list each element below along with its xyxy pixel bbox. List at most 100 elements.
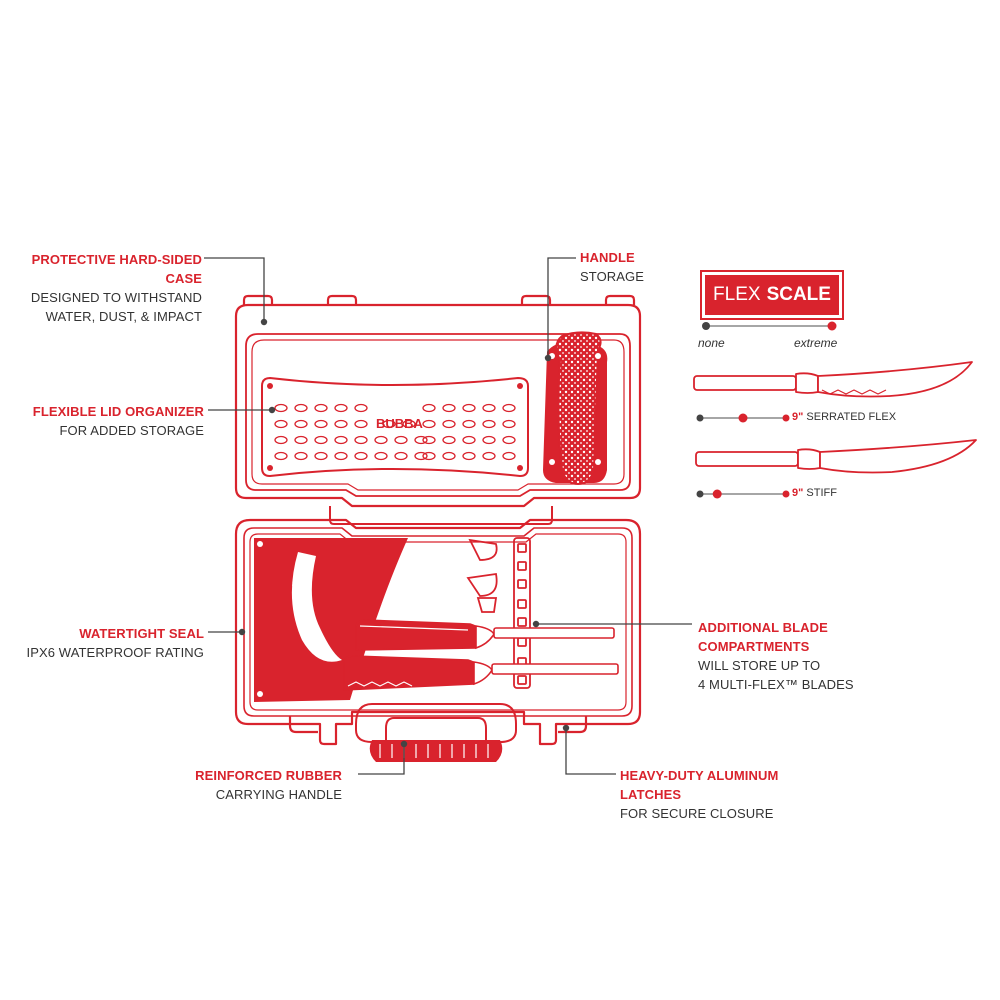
- callout-text: CARRYING HANDLE: [215, 787, 342, 802]
- flex-level-marker: [738, 413, 748, 423]
- callout-handle-storage: HANDLE STORAGE: [580, 248, 680, 286]
- organizer-hole: [462, 435, 476, 445]
- brand-logo: BUBBA: [376, 416, 424, 431]
- callout-heading: FLEXIBLE LID ORGANIZER: [32, 404, 204, 419]
- organizer-hole: [314, 451, 328, 461]
- organizer-hole: [294, 451, 308, 461]
- callout-heading: HANDLE: [580, 250, 635, 265]
- blade-size: 9": [792, 487, 804, 499]
- blade-flex-indicator-serrated-flex: [696, 413, 790, 423]
- organizer-hole: [354, 451, 368, 461]
- organizer-hole: [274, 403, 288, 413]
- flex-scale-title-part2: SCALE: [766, 284, 831, 305]
- scale-max-marker: [827, 321, 837, 331]
- flex-indicator-start: [696, 414, 704, 422]
- organizer-hole: [502, 419, 516, 429]
- case-hinge: [329, 506, 553, 525]
- organizer-hole: [422, 451, 436, 461]
- blade-illustration-stiff: [695, 439, 977, 474]
- organizer-hole: [502, 403, 516, 413]
- organizer-hole: [354, 419, 368, 429]
- callout-text: FOR SECURE CLOSURE: [620, 806, 774, 821]
- organizer-hole: [402, 419, 416, 429]
- callout-blade-compartments: ADDITIONAL BLADE COMPARTMENTS WILL STORE…: [698, 618, 878, 694]
- organizer-hole: [294, 435, 308, 445]
- flex-indicator-start: [696, 490, 704, 498]
- callout-hard-sided-case: PROTECTIVE HARD-SIDED CASE DESIGNED TO W…: [20, 250, 202, 326]
- callout-text: IPX6 WATERPROOF RATING: [26, 645, 204, 660]
- flex-indicator-end: [782, 490, 790, 498]
- organizer-hole: [294, 419, 308, 429]
- organizer-hole: [462, 451, 476, 461]
- organizer-hole: [462, 419, 476, 429]
- hook-graphic-panel: [254, 538, 408, 702]
- organizer-hole: [502, 451, 516, 461]
- callout-text: WILL STORE UP TO: [698, 658, 821, 673]
- flex-scale-title-part1: FLEX: [713, 284, 761, 305]
- organizer-hole: [442, 435, 456, 445]
- callout-text: FOR ADDED STORAGE: [59, 423, 204, 438]
- handle-storage-compartment: [542, 331, 608, 486]
- callout-lid-organizer: FLEXIBLE LID ORGANIZER FOR ADDED STORAGE: [20, 402, 204, 440]
- organizer-hole: [422, 419, 436, 429]
- case-base: [234, 518, 642, 746]
- callout-carrying-handle: REINFORCED RUBBER CARRYING HANDLE: [180, 766, 342, 804]
- organizer-hole: [274, 435, 288, 445]
- organizer-hole: [274, 451, 288, 461]
- leader-lines: [204, 257, 692, 775]
- blade-name: STIFF: [806, 487, 837, 499]
- organizer-hole: [482, 451, 496, 461]
- callout-heading: COMPARTMENTS: [698, 639, 810, 654]
- scale-min-label: none: [698, 336, 725, 350]
- callout-heading: REINFORCED RUBBER: [195, 768, 342, 783]
- flex-scale-title: FLEX SCALE: [700, 270, 844, 320]
- organizer-hole: [354, 435, 368, 445]
- blade-name: SERRATED FLEX: [806, 411, 897, 423]
- flex-indicator-end: [782, 414, 790, 422]
- organizer-hole: [422, 435, 436, 445]
- organizer-hole: [482, 419, 496, 429]
- organizer-hole: [334, 403, 348, 413]
- callout-text: DESIGNED TO WITHSTAND: [30, 290, 202, 305]
- case-lid: [234, 294, 642, 508]
- scale-max-label: extreme: [794, 336, 838, 350]
- organizer-hole: [354, 403, 368, 413]
- callout-latches: HEAVY-DUTY ALUMINUM LATCHES FOR SECURE C…: [620, 766, 840, 823]
- organizer-hole: [382, 419, 396, 429]
- callout-text: STORAGE: [580, 269, 645, 284]
- blade-flex-indicator-stiff: [696, 489, 790, 499]
- flex-level-marker: [712, 489, 722, 499]
- blade-size: 9": [792, 411, 804, 423]
- flex-scale-axis: [702, 321, 837, 331]
- organizer-hole: [374, 451, 388, 461]
- organizer-hole: [314, 435, 328, 445]
- lid-organizer-panel: BUBBA: [261, 376, 529, 478]
- callout-heading: ADDITIONAL BLADE: [698, 620, 828, 635]
- organizer-hole: [394, 435, 408, 445]
- blade-compartment-tray: [466, 537, 531, 689]
- organizer-hole: [414, 451, 428, 461]
- organizer-hole: [374, 435, 388, 445]
- organizer-hole: [334, 419, 348, 429]
- callout-text: WATER, DUST, & IMPACT: [45, 309, 202, 324]
- organizer-hole: [442, 403, 456, 413]
- callout-text: 4 MULTI-FLEX™ BLADES: [698, 677, 854, 692]
- blade-illustration-serrated-flex: [693, 361, 973, 398]
- scale-min-marker: [702, 322, 710, 330]
- organizer-hole: [422, 403, 436, 413]
- organizer-hole: [482, 435, 496, 445]
- organizer-hole: [334, 435, 348, 445]
- stored-blades: [343, 619, 619, 691]
- organizer-hole: [334, 451, 348, 461]
- organizer-hole: [314, 403, 328, 413]
- organizer-hole: [442, 451, 456, 461]
- organizer-hole: [502, 435, 516, 445]
- organizer-hole: [274, 419, 288, 429]
- callout-watertight-seal: WATERTIGHT SEAL IPX6 WATERPROOF RATING: [20, 624, 204, 662]
- blade-label-stiff: 9" STIFF: [792, 487, 837, 499]
- organizer-hole: [442, 419, 456, 429]
- blade-label-serrated-flex: 9" SERRATED FLEX: [792, 411, 896, 423]
- organizer-hole: [414, 435, 428, 445]
- callout-heading: WATERTIGHT SEAL: [79, 626, 204, 641]
